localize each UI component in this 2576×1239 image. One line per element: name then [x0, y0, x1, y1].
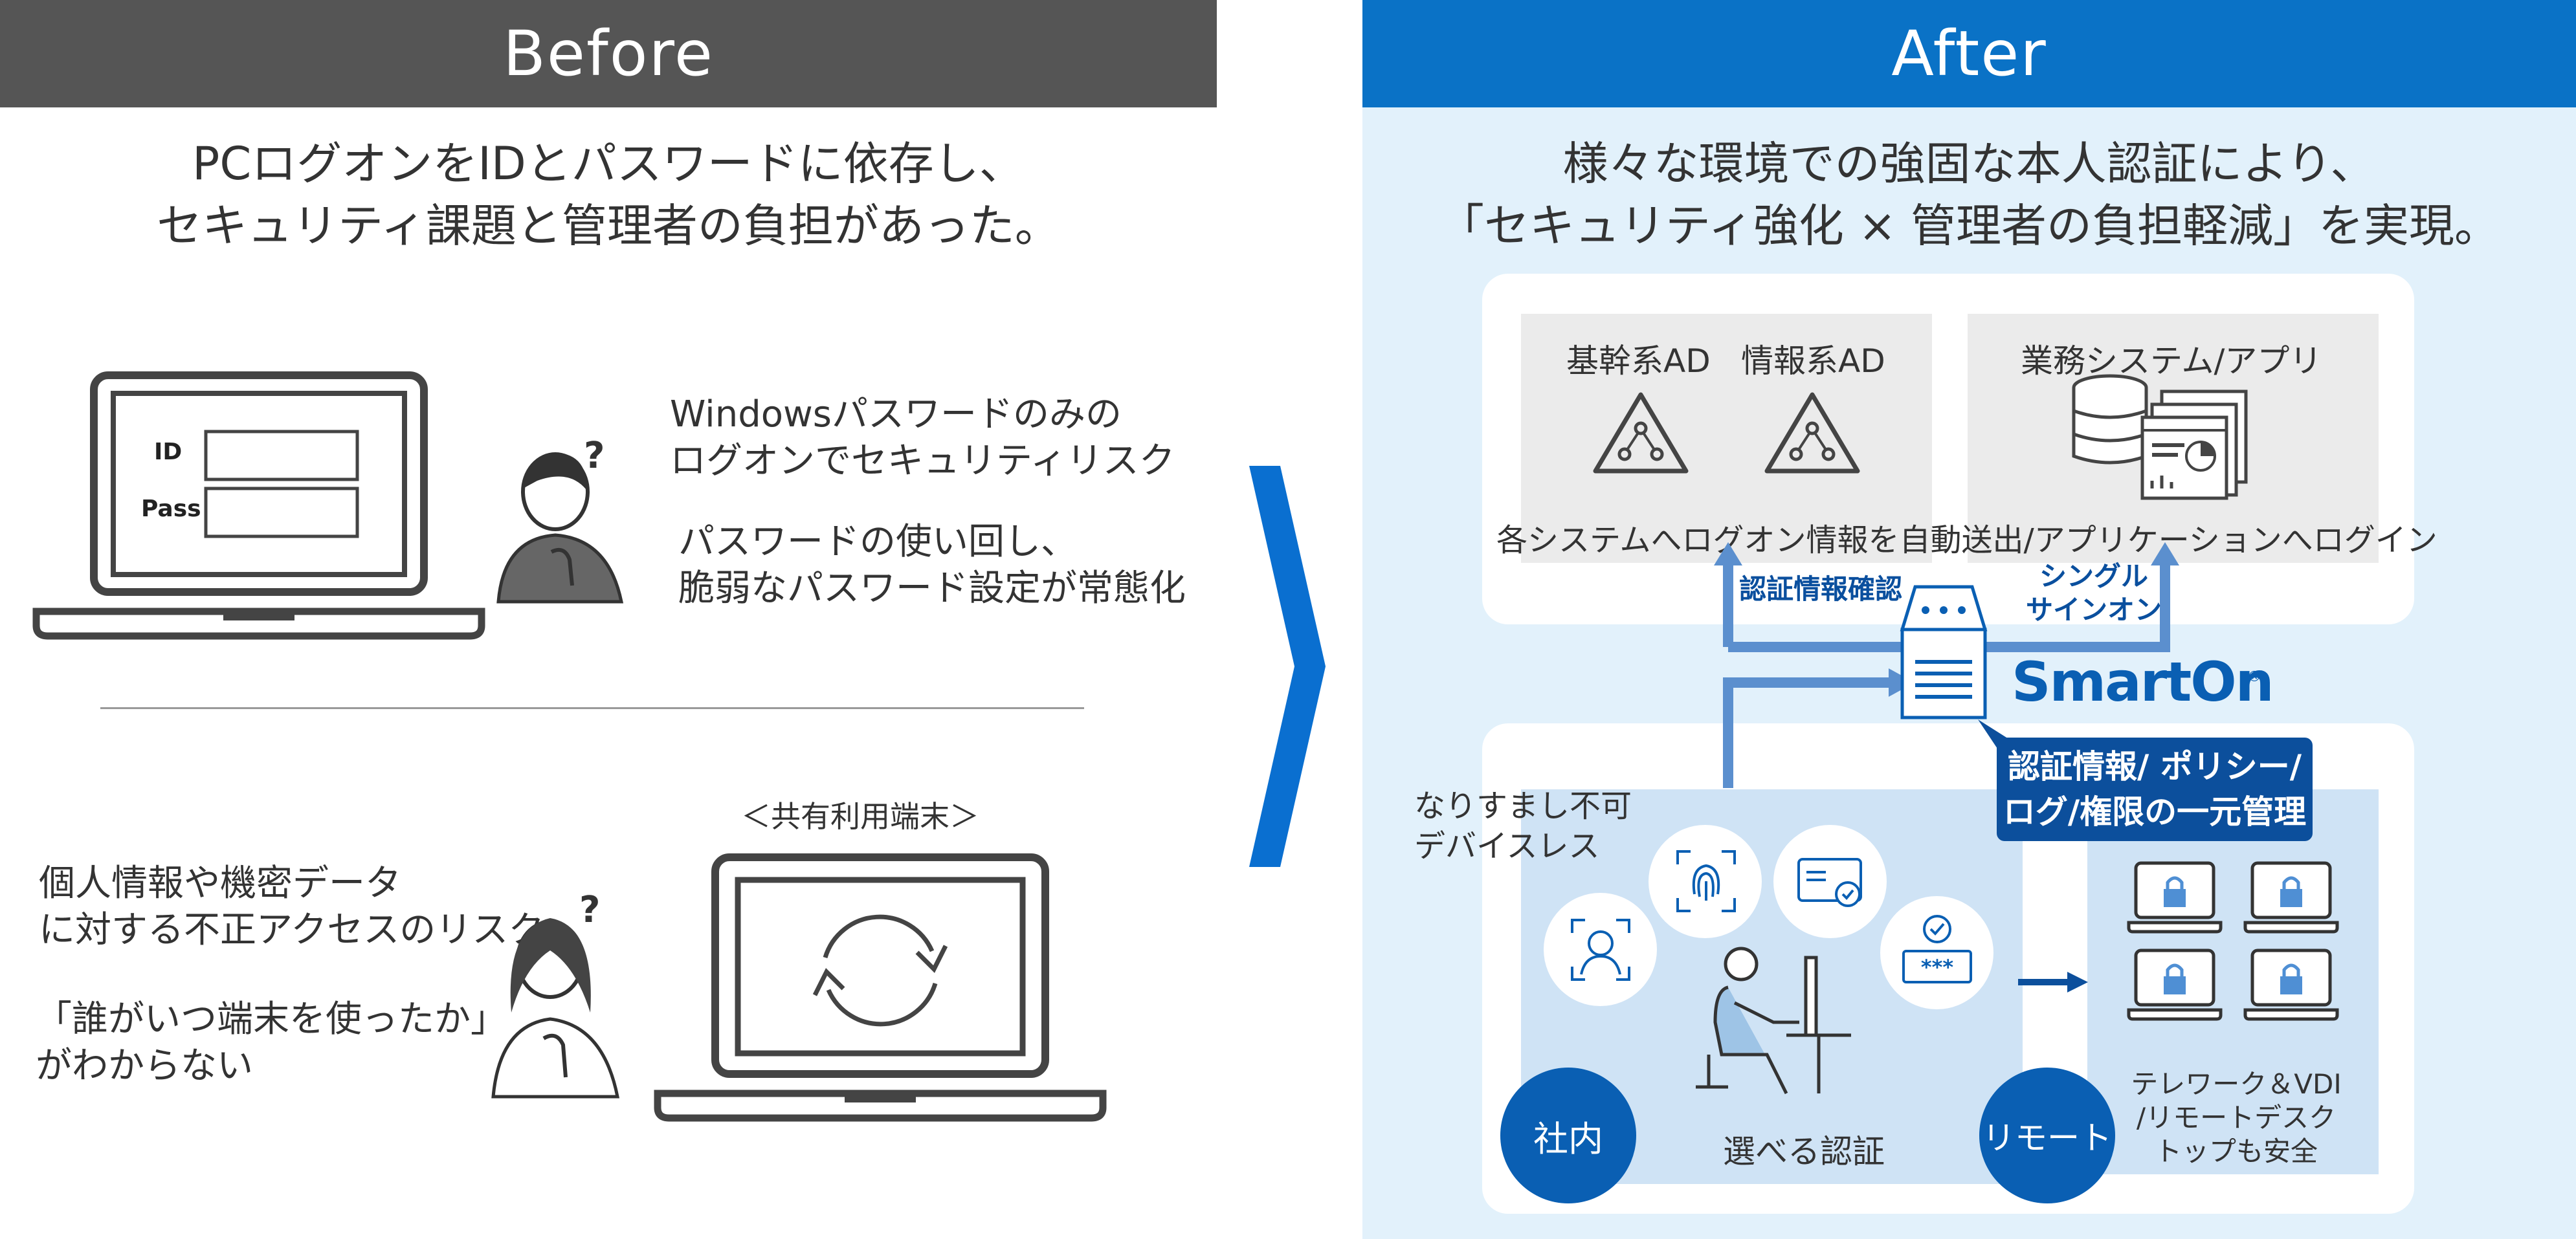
issue-windows-password: Windowsパスワードのみの ログオンでセキュリティリスク: [670, 393, 1175, 482]
registered-mark: ®: [2247, 669, 2261, 685]
remote-badge: リモート: [1979, 1068, 2115, 1203]
before-header: Before: [0, 0, 1217, 107]
lock-laptop-icon: [2127, 948, 2223, 1021]
shared-laptop-icon: [654, 853, 1107, 1122]
auth-confirm-label: 認証情報確認: [1739, 573, 1903, 605]
ad-core-label: 基幹系AD: [1566, 342, 1711, 380]
server-icon: [1900, 585, 1988, 719]
smarton-logo: SmartOn: [2012, 650, 2274, 714]
issue-password-reuse: パスワードの使い回し、 脆弱なパスワード設定が常態化: [678, 521, 1186, 609]
network-triangle-icon: [1764, 392, 1860, 474]
confused-person-icon: ?: [496, 435, 624, 604]
issue-unknown-user: 「誰がいつ端末を使ったか」 がわからない: [36, 998, 507, 1087]
svg-text:***: ***: [1921, 955, 1953, 980]
database-icon: [2072, 374, 2248, 500]
lock-laptop-icon: [2243, 861, 2339, 934]
before-lead-text: PCログオンをIDとパスワードに依存し、 セキュリティ課題と管理者の負担があった…: [157, 137, 1060, 252]
network-triangle-icon: [1593, 392, 1689, 474]
up-arrow: [1723, 723, 1733, 788]
no-spoof-text: なりすまし不可 デバイスレス: [1414, 788, 1632, 864]
after-header: After: [1362, 0, 2576, 107]
svg-text:?: ?: [579, 889, 600, 931]
chevron-right-icon: [1249, 466, 1326, 867]
svg-text:?: ?: [584, 435, 605, 477]
apps-label: 業務システム/アプリ: [2021, 342, 2322, 380]
face-recognition-icon: [1571, 919, 1630, 981]
ad-box: [1521, 314, 1932, 563]
lock-laptop-icon: [2243, 948, 2339, 1021]
selectable-auth-label: 選べる認証: [1723, 1133, 1885, 1170]
sync-icon: [812, 914, 948, 1027]
after-lead-text: 様々な環境での強固な本人認証により、 「セキュリティ強化 × 管理者の負担軽減」…: [1439, 137, 2500, 252]
face-auth-circle: [1544, 893, 1657, 1006]
desk-worker-icon: [1696, 947, 1851, 1095]
pass-field-label: Pass: [141, 496, 201, 522]
onsite-badge: 社内: [1500, 1068, 1636, 1203]
ic-card-icon: [1797, 858, 1862, 907]
shared-terminal-label: ＜共有利用端末＞: [741, 799, 979, 834]
auto-send-text: 各システムへログオン情報を自動送出/アプリケーションへログイン: [1496, 522, 2437, 558]
central-management-box: 認証情報/ ポリシー/ ログ/権限の一元管理: [1997, 738, 2313, 841]
id-field-label: ID: [154, 439, 183, 465]
sso-label: シングル サインオン: [2026, 560, 2162, 626]
login-laptop-icon: [32, 371, 485, 640]
password-icon: ***: [1902, 915, 1972, 983]
ad-info-label: 情報系AD: [1741, 342, 1885, 380]
divider: [100, 707, 1084, 709]
arrow-right-icon: [2018, 972, 2088, 992]
confused-person-icon: ?: [491, 889, 620, 1099]
remote-safe-text: テレワーク＆VDI /リモートデスク トップも安全: [2131, 1068, 2342, 1167]
issue-unauthorized-access: 個人情報や機密データ に対する不正アクセスのリスク: [39, 862, 545, 951]
fingerprint-icon: [1676, 850, 1736, 912]
callout-pointer: [1978, 719, 2017, 758]
lock-laptop-icon: [2127, 861, 2223, 934]
